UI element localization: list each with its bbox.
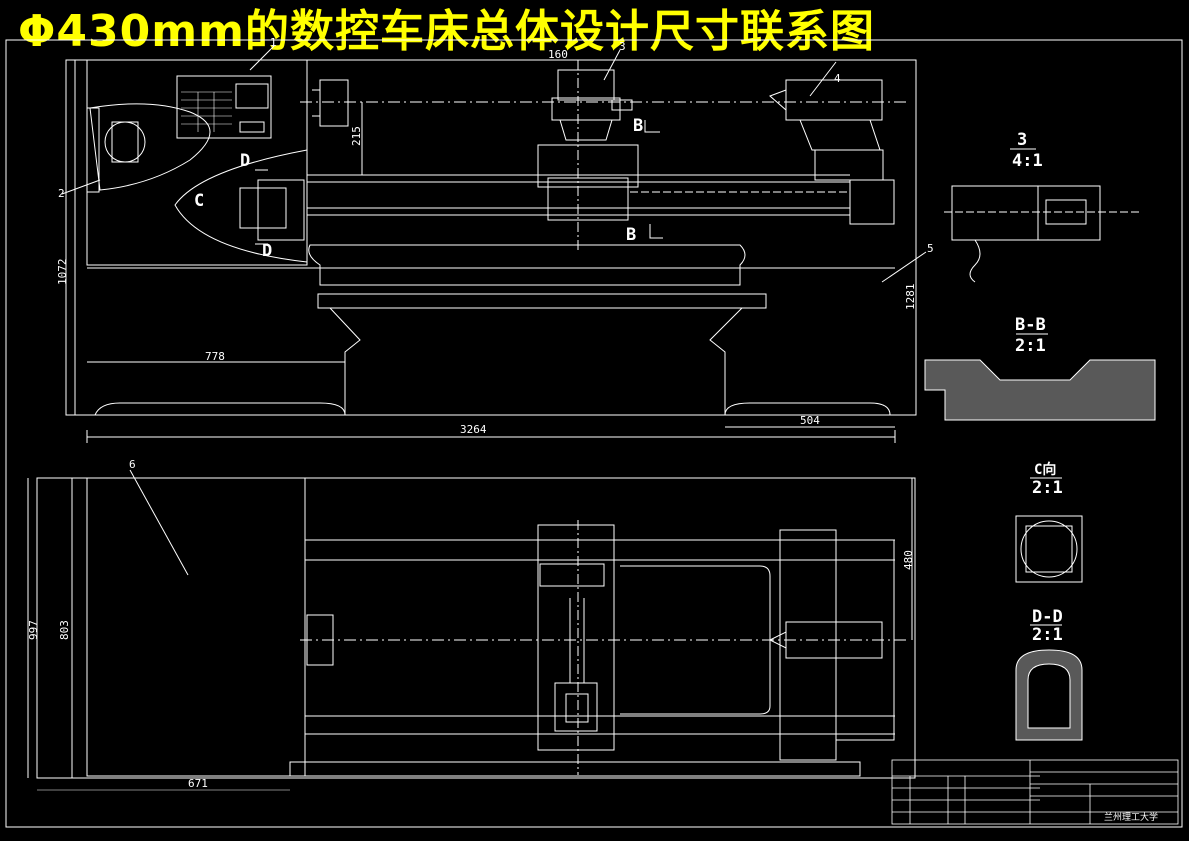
dim-right-depth: 480 (902, 550, 915, 570)
drawing-title: Φ430mm的数控车床总体设计尺寸联系图 (18, 6, 875, 57)
view-c (1015, 477, 1083, 583)
view-c-scale: 2:1 (1032, 478, 1063, 498)
section-mark-c: C (194, 191, 204, 211)
section-bb-label: B-B (1015, 315, 1046, 335)
section-dd-scale: 2:1 (1032, 625, 1063, 645)
title-block (891, 759, 1179, 825)
dim-left-offset: 778 (205, 350, 225, 363)
chuck (319, 79, 349, 127)
dim-left-length: 671 (188, 777, 208, 790)
dim-height-left: 1072 (56, 259, 69, 286)
detail-3-scale: 4:1 (1012, 151, 1043, 171)
section-bb-scale: 2:1 (1015, 336, 1046, 356)
drawing-frame (5, 39, 1183, 828)
part-label-1: 1 (270, 36, 277, 49)
dim-spindle-height: 215 (350, 126, 363, 146)
section-mark-b-bottom: B (626, 225, 636, 245)
detail-3 (944, 148, 1140, 283)
section-bb (924, 333, 1156, 421)
dim-depth-outer: 997 (27, 620, 40, 640)
dim-height-right: 1281 (904, 284, 917, 311)
plan-view (27, 469, 916, 791)
part-label-5: 5 (927, 242, 934, 255)
dim-depth-inner: 803 (58, 620, 71, 640)
control-panel (176, 75, 272, 139)
tailstock (785, 79, 883, 121)
section-dd (1015, 624, 1083, 741)
part-label-4: 4 (834, 72, 841, 85)
section-mark-b-top: B (633, 116, 643, 136)
dim-carriage-width: 160 (548, 48, 568, 61)
part-label-2: 2 (58, 187, 65, 200)
part-label-3: 3 (619, 40, 626, 53)
dim-right-offset: 504 (800, 414, 820, 427)
view-c-label: C向 (1034, 461, 1056, 478)
part-label-6: 6 (129, 458, 136, 471)
front-view (61, 45, 927, 443)
tool-post (557, 69, 615, 101)
title-block-school: 兰州理工大学 (1104, 811, 1158, 823)
section-mark-d-top: D (240, 151, 250, 171)
dim-total-length: 3264 (460, 423, 487, 436)
section-dd-label: D-D (1032, 607, 1063, 627)
detail-3-label: 3 (1017, 130, 1027, 150)
section-mark-d-bottom: D (262, 241, 272, 261)
